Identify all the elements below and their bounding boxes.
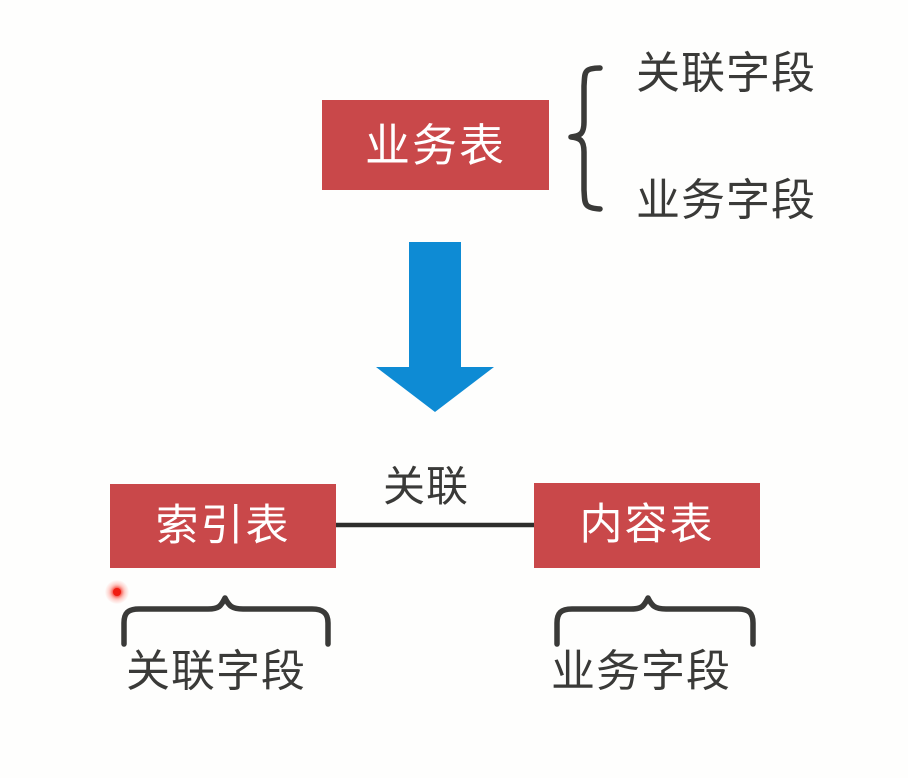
brace-up-left-icon [121, 595, 331, 647]
brace-right-top-icon [568, 65, 603, 212]
brace-up-right-icon [554, 595, 756, 647]
top-brace-label-business-field: 业务字段 [636, 176, 816, 225]
bottom-brace-label-business-field: 业务字段 [551, 647, 731, 696]
index-table-box[interactable]: 索引表 [110, 484, 336, 568]
business-table-box[interactable]: 业务表 [322, 100, 549, 190]
click-marker [105, 580, 129, 604]
top-brace-label-relation-field: 关联字段 [636, 49, 816, 98]
connector-label-relation: 关联 [383, 463, 470, 510]
click-marker-glow [105, 580, 129, 604]
content-table-box[interactable]: 内容表 [534, 483, 760, 568]
arrow-down-icon [376, 242, 494, 412]
click-marker-dot [113, 588, 121, 596]
bottom-brace-label-relation-field: 关联字段 [126, 647, 306, 696]
